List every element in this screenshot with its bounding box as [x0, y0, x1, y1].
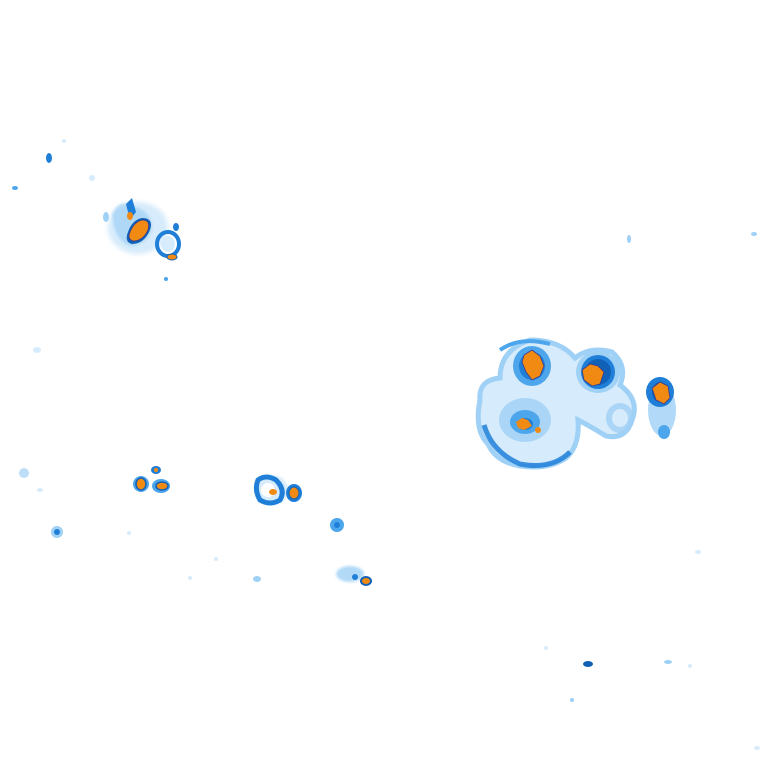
east-satellite-cell — [646, 377, 676, 439]
central-cell — [253, 474, 344, 532]
east-large-cluster — [475, 337, 637, 470]
south-central-cells — [214, 557, 372, 586]
northwest-cluster — [12, 139, 181, 281]
scattered-light-echoes — [127, 232, 760, 750]
west-small-cells — [19, 347, 170, 538]
